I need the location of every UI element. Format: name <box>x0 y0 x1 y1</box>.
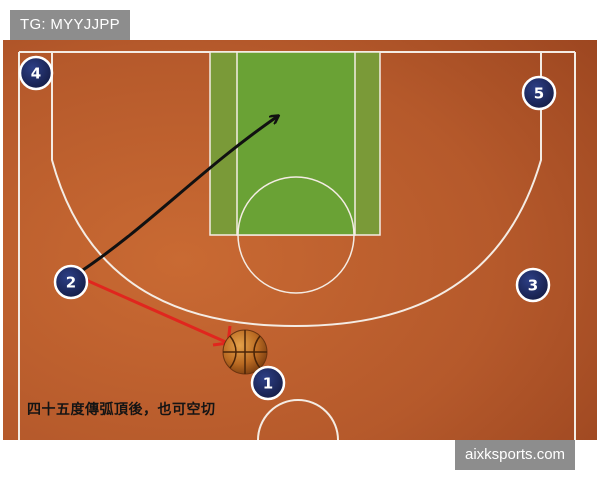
free-throw-circle-top <box>237 176 355 236</box>
player-1: 1 <box>250 365 286 401</box>
player-number-label: 1 <box>263 375 273 393</box>
watermark-bottom: aixksports.com <box>455 440 576 470</box>
player-number-label: 4 <box>31 65 41 83</box>
player-number-label: 3 <box>528 277 538 295</box>
player-number-label: 2 <box>66 274 76 292</box>
player-circle <box>521 75 557 111</box>
player-circle <box>18 55 54 91</box>
player-4: 4 <box>18 55 54 91</box>
player-2: 2 <box>53 264 89 300</box>
watermark-top: TG: MYYJJPP <box>10 10 130 40</box>
center-circle <box>257 399 339 441</box>
player-circle <box>515 267 551 303</box>
basketball-icon <box>222 329 268 375</box>
free-throw-circle-bottom <box>237 234 355 294</box>
player-5: 5 <box>521 75 557 111</box>
three-point-line <box>51 52 542 328</box>
diagram-caption: 四十五度傳弧頂後，也可空切 <box>27 402 216 418</box>
cut-arrow <box>79 116 278 274</box>
player-number-label: 5 <box>534 85 544 103</box>
player-3: 3 <box>515 267 551 303</box>
player-circle <box>250 365 286 401</box>
paint-area-inner <box>236 51 356 236</box>
player-circle <box>53 264 89 300</box>
players-layer: 4 5 2 3 1 <box>18 55 557 401</box>
